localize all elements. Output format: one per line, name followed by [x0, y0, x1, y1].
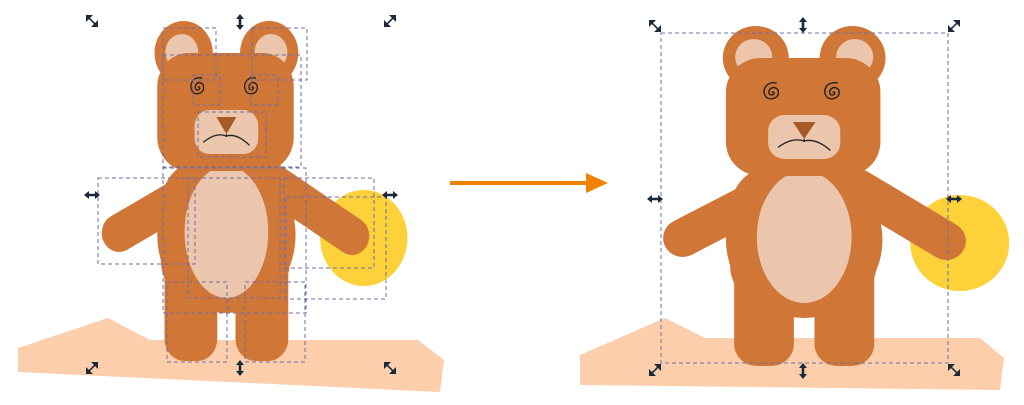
diagonal-resize-arrow-icon[interactable]: [384, 15, 396, 27]
vertical-resize-arrow-icon[interactable]: [236, 14, 244, 30]
ground-shape: [18, 318, 444, 392]
bbox-belly: [187, 177, 281, 299]
bbox-left-leg: [166, 281, 228, 363]
transition-arrow: [450, 173, 608, 193]
bbox-right-ear: [251, 27, 308, 81]
bbox-left-arm: [97, 177, 196, 265]
diagonal-resize-arrow-icon[interactable]: [649, 20, 661, 32]
bbox-right-eye: [250, 74, 279, 106]
panel-before: [18, 14, 444, 392]
vertical-resize-arrow-icon[interactable]: [799, 17, 807, 33]
bbox-head: [162, 54, 302, 168]
bbox-body: [162, 167, 307, 314]
bbox-right-arm: [283, 177, 375, 269]
bbox-right-leg: [244, 281, 306, 363]
teddy-bear-ungrouped[interactable]: [119, 21, 407, 361]
object-bounding-boxes: [97, 27, 387, 363]
bbox-left-eye: [192, 74, 221, 106]
bbox-snout: [197, 111, 267, 158]
diagonal-resize-arrow-icon[interactable]: [948, 20, 960, 32]
bbox-ball: [285, 196, 387, 300]
panel-after: [580, 17, 1009, 390]
diagonal-resize-arrow-icon[interactable]: [86, 15, 98, 27]
teddy-bear-grouped[interactable]: [683, 26, 1010, 366]
bbox-left-ear: [162, 27, 217, 81]
ground-shape: [580, 318, 1004, 390]
